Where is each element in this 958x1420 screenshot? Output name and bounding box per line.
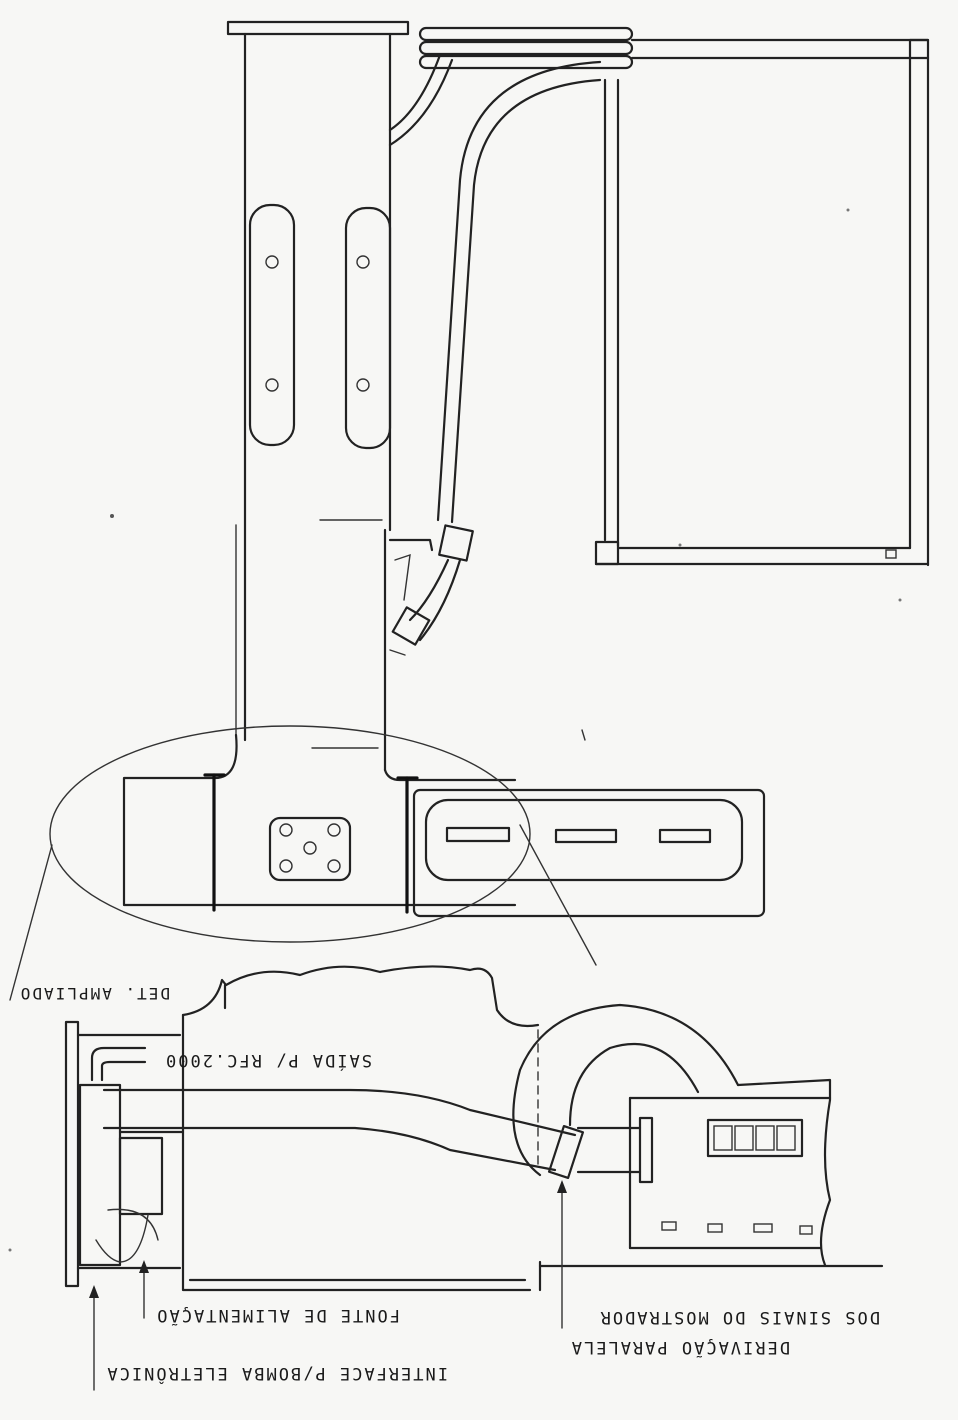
label-power-supply: FONTE DE ALIMENTAÇÃO (155, 1305, 400, 1327)
label-detail: DET. AMPLIADO (19, 984, 170, 1003)
display-cabinet (594, 38, 930, 567)
labels: DET. AMPLIADO SAÍDA P/ RFC.2000 FONTE DE… (19, 984, 880, 1385)
scan-specks (8, 208, 902, 1252)
label-interface: INTERFACE P/BOMBA ELETRÔNICA (105, 1363, 448, 1385)
label-derivation-line2: DOS SINAIS DO MOSTRADOR (599, 1307, 880, 1327)
label-derivation-line1: DERIVAÇÃO PARALELA (570, 1337, 790, 1359)
pump-base (122, 733, 766, 918)
detail-callout (9, 725, 597, 1001)
label-output: SAÍDA P/ RFC.2000 (164, 1050, 372, 1072)
hose-pipe (388, 26, 634, 656)
pump-column (226, 20, 410, 772)
enlarged-detail (64, 965, 884, 1391)
